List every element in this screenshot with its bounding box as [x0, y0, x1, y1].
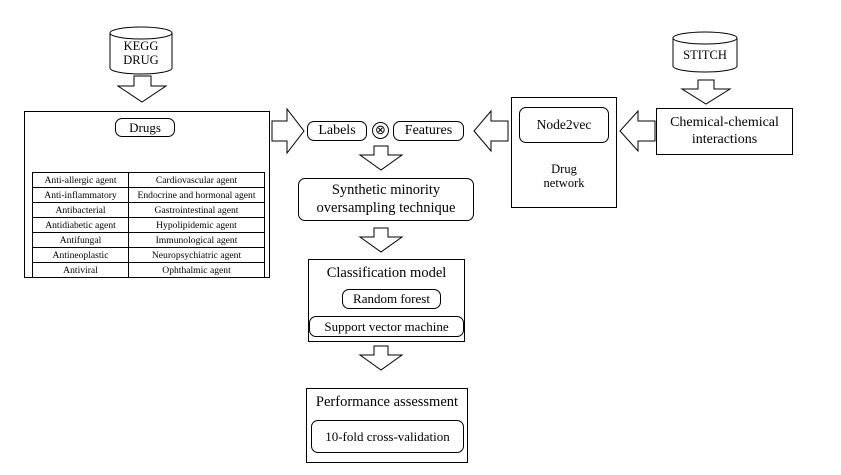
drug-network-line2: network [543, 176, 585, 191]
kegg-database-icon [109, 26, 173, 75]
interactions-line2: interactions [691, 131, 758, 147]
drug-class-left: Anti-inflammatory [32, 187, 129, 203]
cross-validation-box: 10-fold cross-validation [311, 420, 464, 453]
kegg-label: KEGG DRUG [112, 39, 170, 68]
smote-line2: oversampling technique [316, 199, 456, 216]
kegg-label-line2: DRUG [123, 53, 159, 68]
stitch-database-icon [672, 31, 738, 73]
arrow-to-classification [358, 227, 404, 253]
arrow-interactions-to-network [619, 109, 656, 153]
drug-class-left: Antiviral [32, 262, 129, 278]
drugs-title: Drugs [115, 118, 175, 137]
arrow-drugs-to-labels [271, 107, 305, 155]
interactions-line1: Chemical-chemical [670, 114, 779, 130]
smote-line1: Synthetic minority [331, 182, 441, 199]
performance-title: Performance assessment [315, 394, 459, 410]
drug-class-right: Hypolipidemic agent [128, 217, 265, 233]
drug-network-label: Drug network [530, 162, 598, 191]
features-box: Features [393, 121, 464, 141]
interactions-box: Chemical-chemical interactions [656, 108, 793, 155]
classification-title: Classification model [326, 265, 447, 281]
labels-box: Labels [307, 121, 367, 141]
smote-box: Synthetic minority oversampling techniqu… [298, 178, 474, 221]
operator-icon: ⊗ [372, 122, 389, 139]
drug-class-right: Gastrointestinal agent [128, 202, 265, 218]
drug-class-right: Endocrine and hormonal agent [128, 187, 265, 203]
svm-box: Support vector machine [309, 316, 464, 337]
node2vec-box: Node2vec [519, 107, 609, 143]
kegg-down-arrow [116, 75, 168, 103]
stitch-label: STITCH [683, 48, 727, 62]
arrow-to-performance [358, 345, 404, 371]
stitch-down-arrow [680, 79, 732, 105]
drug-class-left: Antidiabetic agent [32, 217, 129, 233]
drug-class-left: Antibacterial [32, 202, 129, 218]
drug-class-left: Antineoplastic [32, 247, 129, 263]
drug-network-line1: Drug [551, 162, 577, 176]
drug-class-left: Anti-allergic agent [32, 172, 129, 188]
drug-class-right: Ophthalmic agent [128, 262, 265, 278]
drug-class-right: Neuropsychiatric agent [128, 247, 265, 263]
arrow-network-to-features [473, 109, 509, 153]
drug-class-right: Cardiovascular agent [128, 172, 265, 188]
arrow-to-smote [358, 145, 404, 171]
drug-class-right: Immunological agent [128, 232, 265, 248]
drug-class-left: Antifungal [32, 232, 129, 248]
random-forest-box: Random forest [342, 289, 441, 309]
kegg-label-line1: KEGG [123, 39, 159, 53]
